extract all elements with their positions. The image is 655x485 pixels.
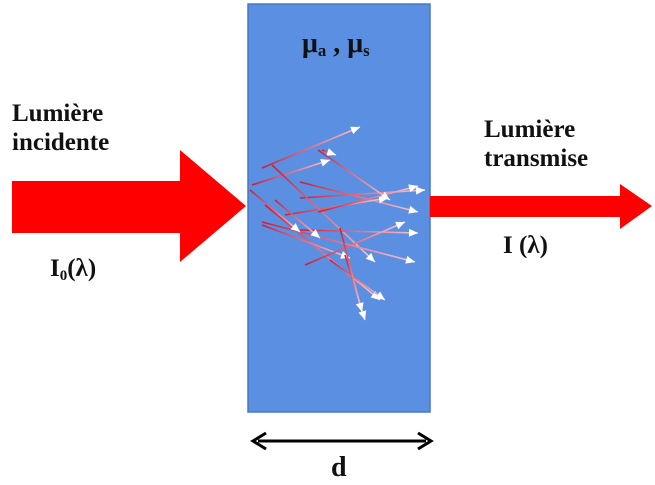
scattering-paths [249,126,426,321]
scatter-path [271,164,376,263]
scatter-path [261,126,361,169]
scatter-arrowhead [310,229,320,238]
i0-subscript: 0 [59,267,68,284]
scatter-path [317,149,391,201]
scatter-arrowhead [290,223,300,232]
scatter-arrowhead [408,228,418,237]
i0-lambda: (λ) [67,255,97,282]
scatter-path [249,189,301,233]
transmitted-beam-arrow [430,184,652,229]
mu-a-symbol: μ [302,28,318,59]
scatter-path [304,221,406,266]
scatter-arrowhead [358,310,367,320]
scatter-path [251,159,331,186]
scatter-arrowhead [408,184,418,193]
scatter-path [317,185,419,213]
scatter-arrowhead [350,126,360,135]
transmitted-label-line2: transmise [484,144,589,172]
scatter-arrowhead [355,302,364,312]
mu-s-symbol: μ [347,28,364,59]
transmitted-light-label: Lumière transmise [484,116,588,174]
incident-intensity-label: I0(λ) [50,255,96,285]
transmitted-intensity-label: I (λ) [503,232,548,259]
scatter-arrowhead [415,186,425,195]
scatter-arrowhead [365,252,375,262]
scatter-path [299,189,426,199]
scatter-path [329,259,386,301]
scatter-path [264,204,381,301]
scatter-arrowhead [375,291,385,300]
incident-label-line2: incidente [12,128,110,156]
scatter-path [339,227,363,313]
scatter-path [274,199,321,239]
thickness-label: d [331,452,347,483]
incident-beam-arrow [12,150,246,262]
mu-a-subscript: a [317,41,327,61]
scatter-arrowhead [408,205,418,214]
mu-separator: , [326,28,348,59]
thickness-double-arrow [250,431,434,451]
scatter-arrowhead [320,158,330,167]
optical-coefficients-label: μa , μs [302,28,370,61]
scatter-path [299,181,419,213]
incident-label-line1: Lumière [12,100,104,127]
scatter-path [261,221,416,263]
scatter-arrowhead [326,148,336,156]
scatter-arrowhead [395,221,405,230]
scatter-arrowhead [380,191,390,200]
i0-symbol: I [50,255,60,282]
scatter-path [299,229,419,234]
mu-s-subscript: s [363,41,370,61]
scatter-arrowhead [405,255,415,264]
incident-light-label: Lumière incidente [12,100,109,158]
transmitted-label-line1: Lumière [484,116,576,143]
